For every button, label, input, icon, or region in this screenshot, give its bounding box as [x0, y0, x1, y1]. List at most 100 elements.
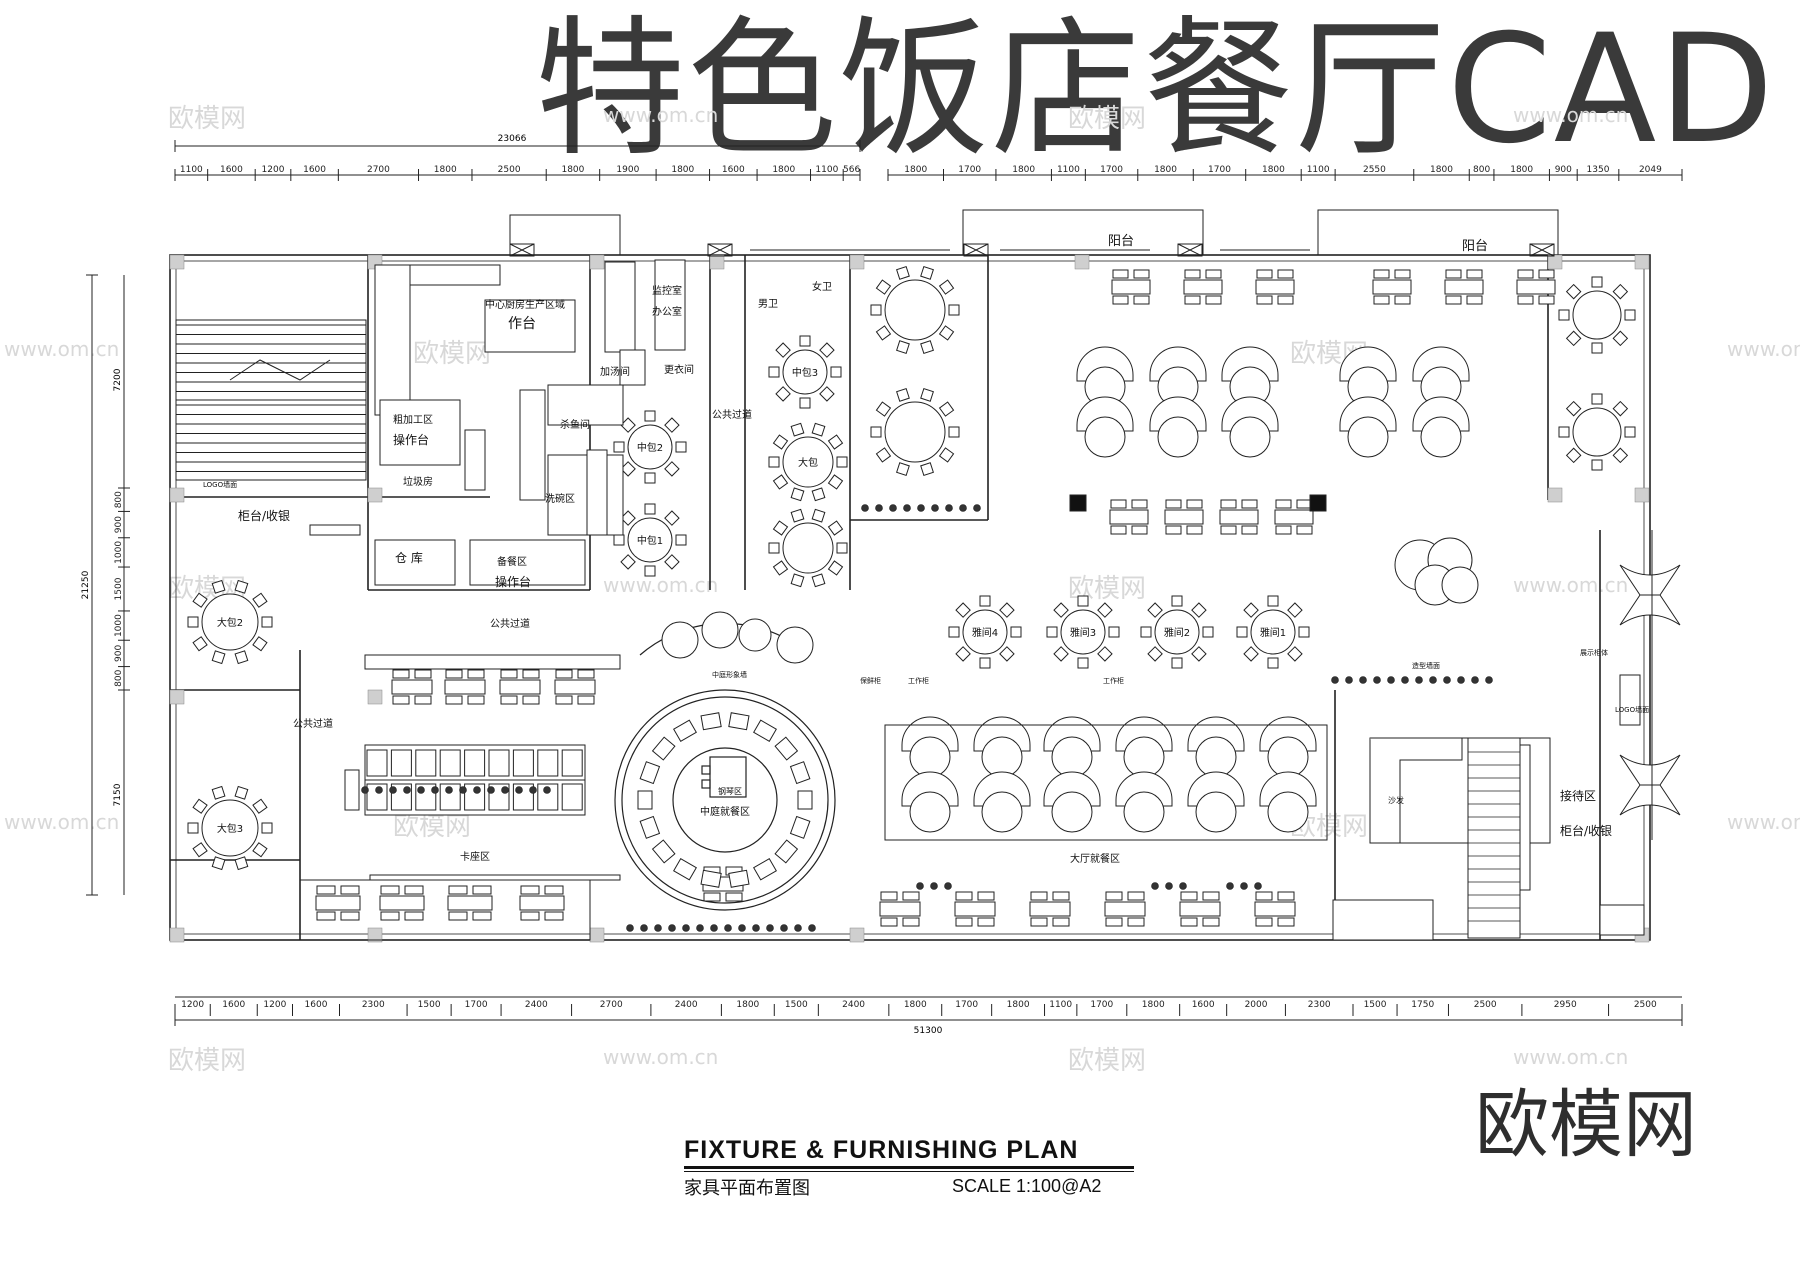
planter — [668, 924, 676, 932]
label-tool-cabinet: 工作柜 — [1103, 676, 1124, 685]
watermark-logo: 欧模网 — [1068, 1046, 1147, 1076]
dim-top-right: 1800 — [1430, 165, 1453, 175]
structural-column — [169, 254, 185, 270]
dim-top-left: 2700 — [367, 165, 390, 175]
watermark-logo: 欧模网 — [413, 339, 492, 369]
watermark-url: www.om.cn — [1513, 573, 1629, 597]
structural-column — [1547, 254, 1563, 270]
planter — [361, 786, 369, 794]
chair — [1275, 499, 1292, 509]
watermark-logo: 欧模网 — [1068, 104, 1147, 134]
dim-bottom: 2300 — [362, 1000, 385, 1010]
chair — [1277, 917, 1295, 927]
dining-table — [1219, 509, 1259, 525]
chair — [445, 669, 463, 679]
dining-table — [391, 679, 433, 695]
chair — [725, 892, 743, 902]
chair — [772, 520, 789, 536]
round-table — [909, 736, 951, 778]
planter — [1165, 882, 1173, 890]
chair — [1287, 646, 1303, 662]
chair — [1097, 602, 1113, 618]
chair — [977, 891, 995, 901]
chair — [520, 911, 540, 921]
dim-top-left: 1600 — [303, 165, 326, 175]
dim-top-right: 2049 — [1639, 165, 1662, 175]
dim-bottom: 1800 — [736, 1000, 759, 1010]
label-changing-room: 更衣间 — [664, 363, 694, 376]
chair — [1612, 400, 1629, 417]
dim-top-right: 1700 — [958, 165, 981, 175]
chair — [211, 579, 226, 594]
chair — [774, 736, 799, 761]
planter — [1331, 676, 1339, 684]
dim-bottom: 2300 — [1308, 1000, 1331, 1010]
planter — [473, 786, 481, 794]
label-prep-area: 备餐区 — [497, 555, 527, 568]
label-balcony: 阳台 — [1108, 234, 1134, 249]
planter — [529, 786, 537, 794]
chair — [1591, 342, 1603, 354]
chair — [979, 595, 991, 607]
chair — [1191, 602, 1207, 618]
dining-table — [447, 895, 493, 911]
chair — [1030, 891, 1048, 901]
label-counter-cashier: 柜台/收银 — [238, 508, 290, 523]
label-fish-room: 杀鱼间 — [560, 418, 590, 431]
chair — [1202, 626, 1214, 638]
chair — [1205, 269, 1222, 279]
dim-top-right: 800 — [1473, 165, 1490, 175]
dim-bottom: 1800 — [1142, 1000, 1165, 1010]
chair — [1612, 283, 1629, 300]
structural-column — [1547, 487, 1563, 503]
booth-seat — [512, 749, 534, 777]
dim-top-right: 1100 — [1057, 165, 1080, 175]
chair — [920, 387, 934, 402]
structural-column — [169, 689, 185, 705]
chair — [1373, 295, 1390, 305]
chair — [675, 441, 687, 453]
chair — [445, 695, 463, 705]
chair — [644, 503, 656, 515]
chair — [948, 626, 960, 638]
table-label: 大包3 — [217, 822, 243, 835]
planter — [861, 504, 869, 512]
dining-table — [1444, 279, 1484, 295]
planter — [794, 924, 802, 932]
chair — [1131, 525, 1148, 535]
watermark-url: www.om.cn — [603, 103, 719, 127]
chair — [728, 712, 750, 731]
chair — [1243, 646, 1259, 662]
chair — [1110, 525, 1127, 535]
dim-left-mid: 1000 — [114, 614, 124, 637]
chair — [753, 858, 777, 881]
chair — [664, 461, 680, 477]
planter — [640, 924, 648, 932]
planter — [959, 504, 967, 512]
chair — [979, 657, 991, 669]
dim-top-left: 1600 — [722, 165, 745, 175]
round-table — [1572, 290, 1622, 340]
chair — [999, 602, 1015, 618]
chair — [414, 669, 432, 679]
label-male-wc: 男卫 — [758, 298, 778, 310]
planter — [1471, 676, 1479, 684]
chair — [1287, 602, 1303, 618]
dimension-lines — [86, 140, 1683, 1026]
chair — [1445, 269, 1462, 279]
label-soup-room: 加汤间 — [600, 365, 630, 378]
watermark-url: www.om.cn — [1513, 103, 1629, 127]
dining-table — [315, 895, 361, 911]
planter — [375, 786, 383, 794]
round-table — [909, 791, 951, 833]
chair — [753, 719, 777, 742]
chair — [1077, 657, 1089, 669]
courtyard-planters — [661, 611, 814, 664]
chair — [1220, 499, 1237, 509]
chair — [234, 785, 249, 800]
dim-bottom: 1700 — [955, 1000, 978, 1010]
label-tool-cabinet: 工作柜 — [908, 676, 929, 685]
planter — [501, 786, 509, 794]
chair — [639, 761, 661, 785]
chair — [613, 441, 625, 453]
